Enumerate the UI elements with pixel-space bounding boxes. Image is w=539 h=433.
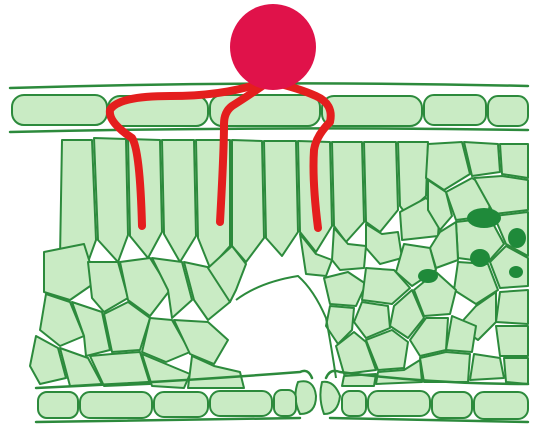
- upper-epidermis: [12, 95, 528, 126]
- stoma: [295, 381, 340, 414]
- spongy-mesophyll: [30, 244, 246, 388]
- fungal-spore: [230, 4, 316, 90]
- air-space: [236, 276, 336, 378]
- lower-epidermis: [38, 390, 528, 419]
